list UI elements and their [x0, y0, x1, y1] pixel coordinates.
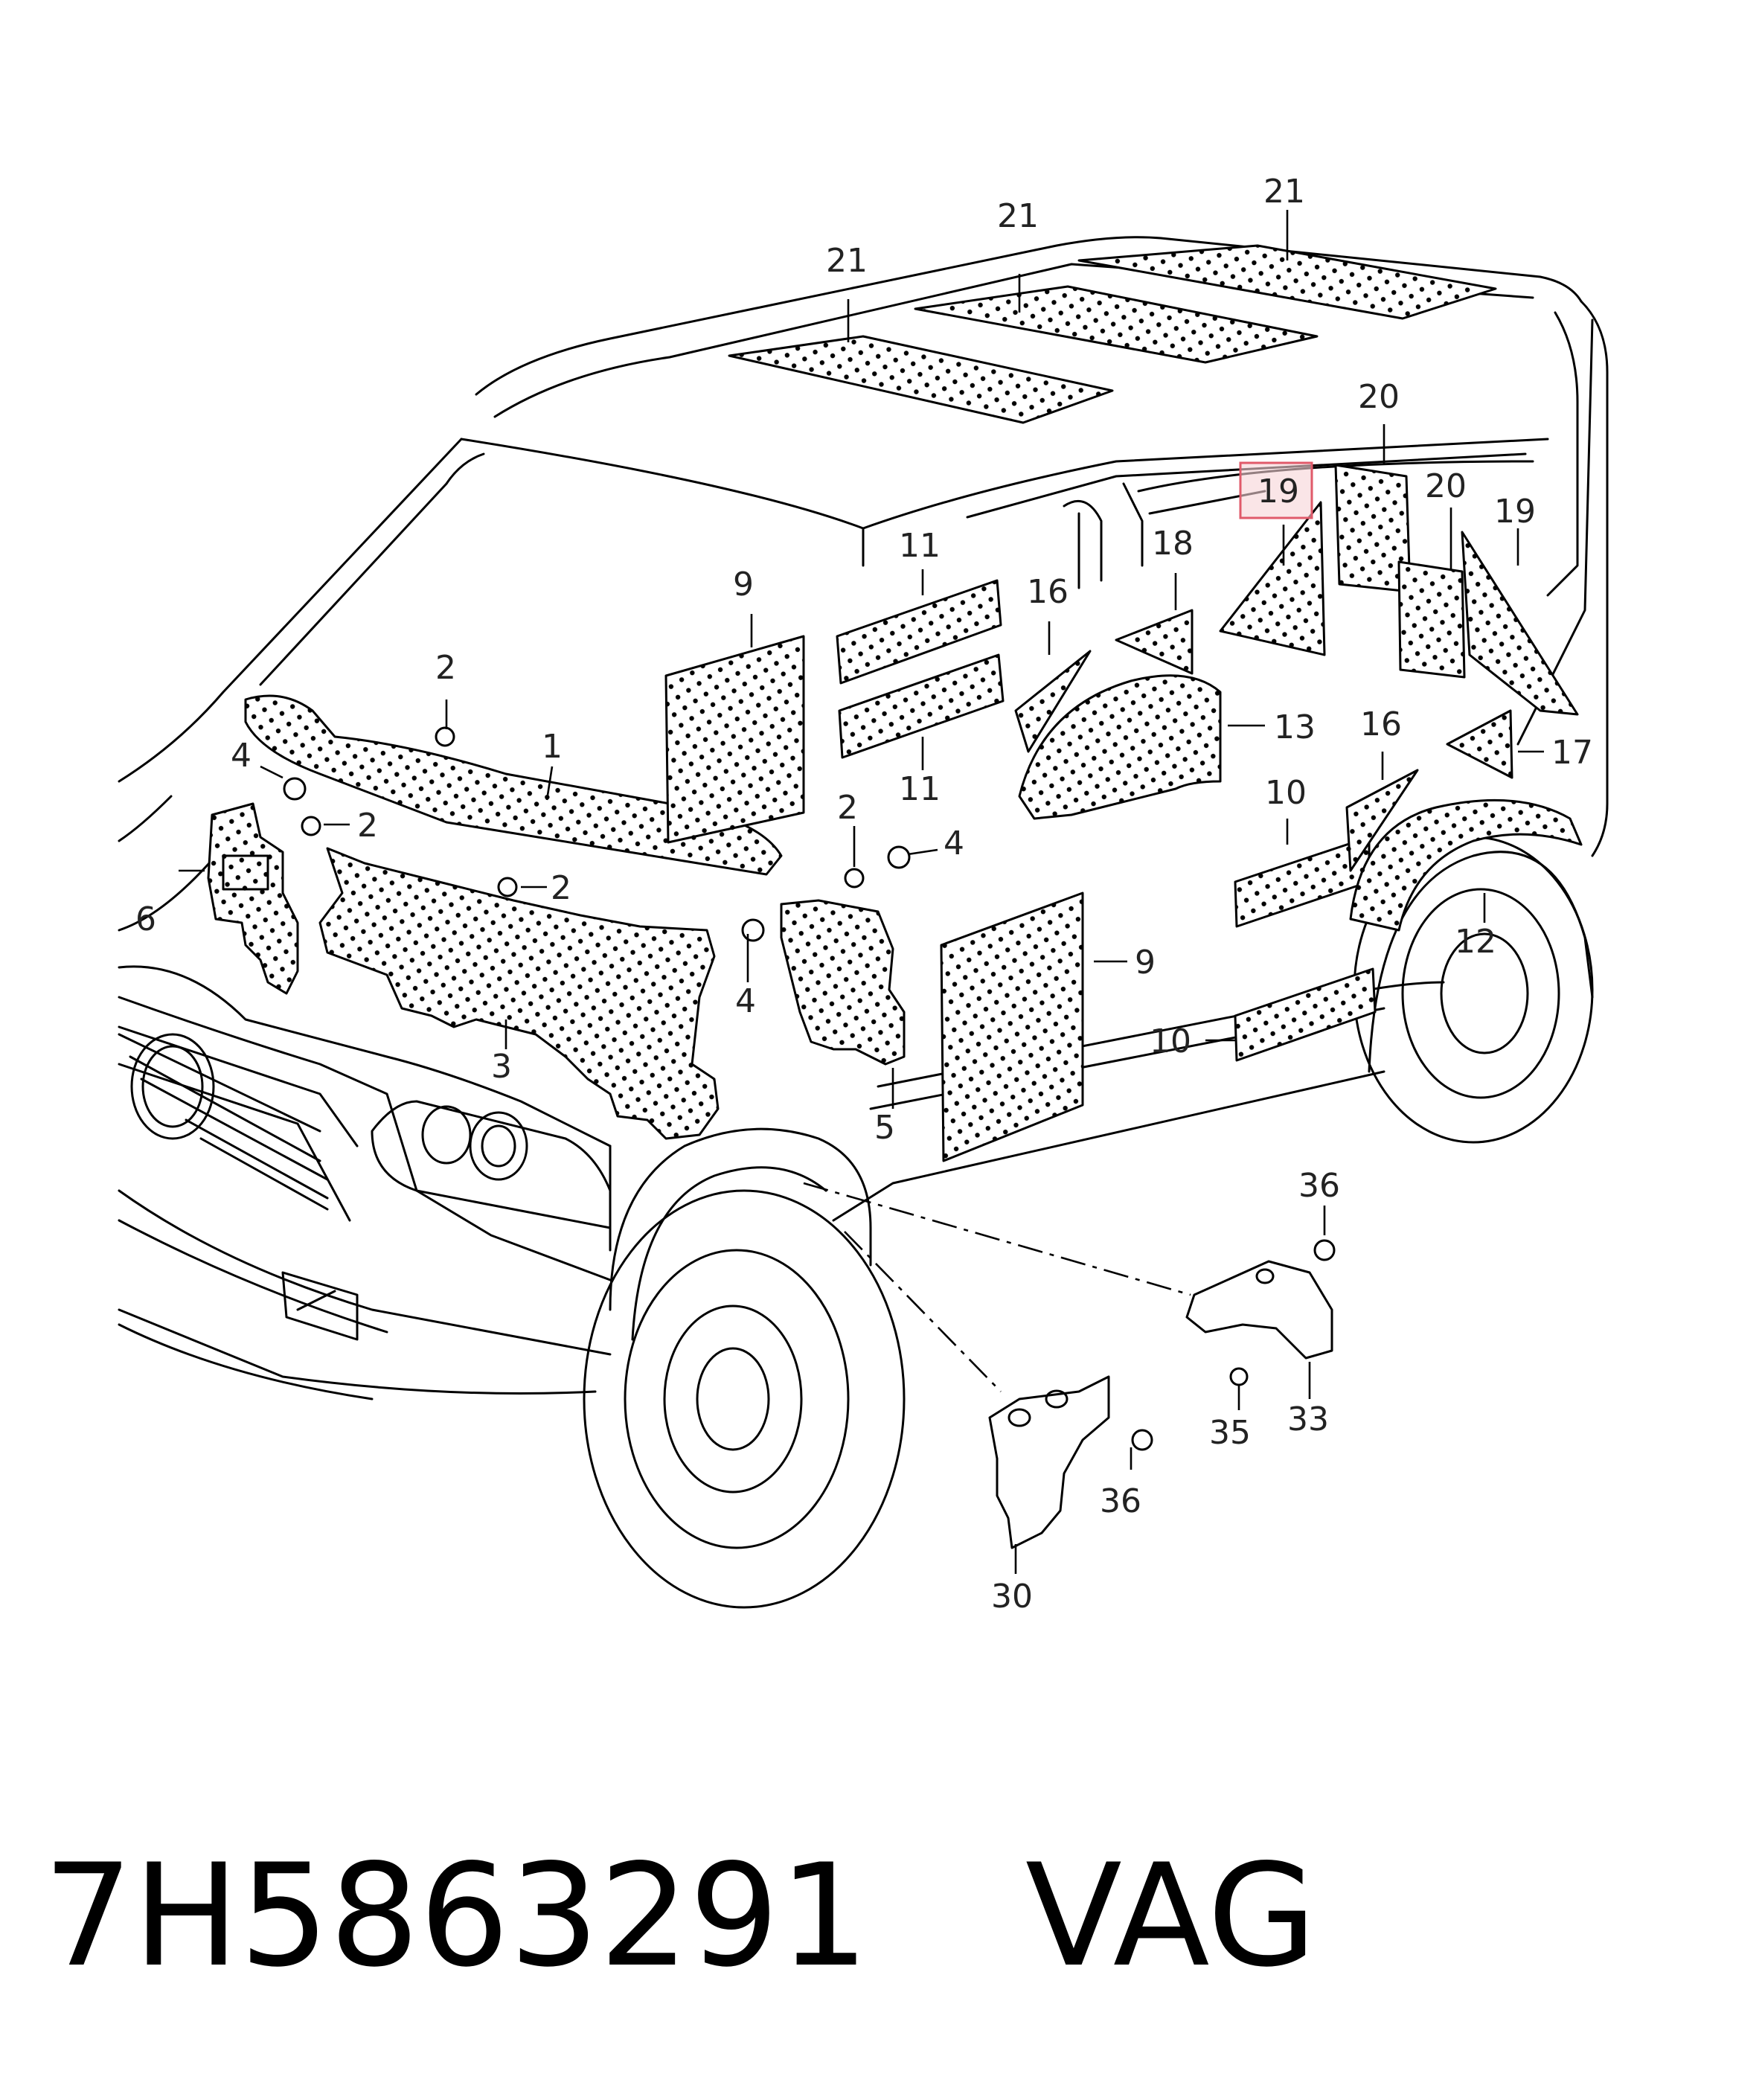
callout-2d: 2: [837, 789, 858, 827]
callout-labels: 21 21 21 1 2 2 2 2 4 4 4 3 5 6 9 9 11 11…: [135, 173, 1593, 1616]
part-number: 7H5863291: [43, 1834, 869, 1998]
callout-4a: 4: [231, 737, 252, 775]
callout-19b: 19: [1494, 493, 1536, 531]
callout-2c: 2: [551, 869, 571, 907]
callout-19a: 19: [1258, 473, 1299, 510]
door-panel-9-upper: [664, 635, 805, 844]
panel-20-lower: [1397, 560, 1466, 679]
callout-6: 6: [135, 900, 156, 938]
callout-30: 30: [991, 1578, 1033, 1616]
strip-11-lower: [838, 653, 1005, 759]
bracket-insulation-6: [207, 802, 299, 995]
leader-lines: [179, 210, 1544, 1574]
callout-16b: 16: [1360, 705, 1402, 743]
insulation-panels: [207, 244, 1583, 1162]
callout-3: 3: [491, 1048, 512, 1086]
callout-17: 17: [1551, 734, 1593, 772]
triangle-16-rear: [1345, 769, 1419, 872]
callout-20b: 20: [1425, 467, 1467, 505]
roof-panel-21-rear: [1077, 244, 1497, 320]
wheelarch-insulation-13: [1018, 674, 1222, 820]
callout-21a: 21: [826, 242, 868, 280]
fasteners: [283, 726, 1336, 1451]
callout-10a: 10: [1265, 774, 1307, 812]
callout-35: 35: [1209, 1414, 1251, 1452]
triangle-17: [1446, 709, 1513, 779]
callout-18: 18: [1152, 525, 1194, 563]
wheelarch-liner-12: [1349, 798, 1583, 932]
callout-33: 33: [1287, 1400, 1329, 1438]
bracket-33: [1185, 1260, 1333, 1360]
triangle-19-front: [1219, 501, 1326, 656]
roof-panel-21-middle: [914, 285, 1319, 364]
brand-label: VAG: [1025, 1834, 1317, 1998]
triangle-19-rear: [1461, 531, 1579, 716]
strip-10-lower: [1234, 967, 1377, 1062]
bracket-insulation-5: [780, 899, 906, 1066]
triangle-18: [1115, 609, 1194, 675]
callout-36a: 36: [1298, 1167, 1340, 1205]
callout-2a: 2: [435, 649, 456, 687]
callout-5: 5: [874, 1109, 895, 1147]
callout-2b: 2: [357, 807, 378, 845]
callout-9b: 9: [1135, 944, 1156, 982]
callout-10b: 10: [1150, 1022, 1191, 1060]
firewall-insulation-3: [318, 847, 720, 1140]
callout-11a: 11: [899, 527, 941, 565]
callout-21b: 21: [997, 197, 1039, 235]
bracket-30: [988, 1375, 1110, 1549]
callout-9a: 9: [733, 566, 754, 604]
highlight-box: [1239, 461, 1313, 519]
callout-20a: 20: [1358, 378, 1400, 416]
callout-1: 1: [542, 728, 563, 766]
triangle-16-front: [1014, 650, 1092, 753]
callout-16a: 16: [1027, 573, 1069, 611]
callout-36b: 36: [1100, 1482, 1141, 1520]
callout-13: 13: [1274, 708, 1316, 746]
small-brackets: [988, 1260, 1333, 1549]
callout-11b: 11: [899, 770, 941, 808]
strip-11-upper: [836, 579, 1002, 685]
callout-4c: 4: [944, 825, 964, 862]
callout-4b: 4: [735, 982, 756, 1020]
roof-panel-21-front: [728, 335, 1114, 424]
callout-21c: 21: [1263, 173, 1305, 211]
door-panel-9-lower: [940, 891, 1084, 1162]
callout-12: 12: [1455, 923, 1496, 961]
